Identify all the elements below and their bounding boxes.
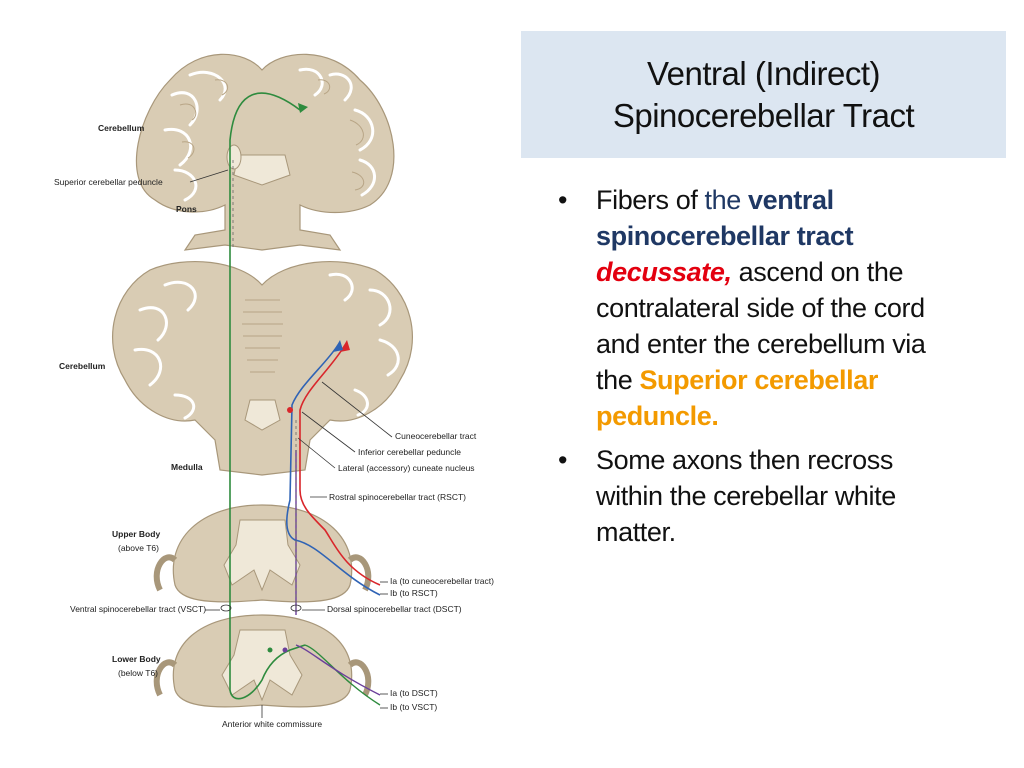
bullet-2-text: Some axons then recross within the cereb…	[596, 445, 896, 547]
bullet-1-part-1: Fibers of	[596, 185, 705, 215]
label-below-t6: (below T6)	[118, 668, 158, 678]
label-medulla: Medulla	[171, 462, 203, 472]
upper-cerebellum-section	[135, 53, 395, 251]
label-upper-body: Upper Body	[112, 529, 160, 539]
ib-rsct-pathway	[285, 344, 381, 596]
label-cerebellum-mid: Cerebellum	[59, 361, 106, 371]
label-ib-vsct: Ib (to VSCT)	[390, 702, 437, 712]
slide-title: Ventral (Indirect) Spinocerebellar Tract	[612, 53, 915, 137]
ia-cuneo-pathway	[299, 344, 381, 586]
label-dsct: Dorsal spinocerebellar tract (DSCT)	[327, 604, 462, 614]
label-ia-dsct: Ia (to DSCT)	[390, 688, 438, 698]
title-line-1: Ventral (Indirect)	[646, 54, 881, 92]
tract-pathways	[220, 92, 381, 706]
figure-labels: Cerebellum Superior cerebellar peduncle …	[54, 123, 494, 729]
upper-spinal-cord-section	[153, 504, 372, 603]
lower-cerebellum-section	[111, 261, 414, 476]
spinocerebellar-diagram: Cerebellum Superior cerebellar peduncle …	[54, 53, 494, 729]
bullet-list: • Fibers of the ventral spinocerebellar …	[556, 182, 966, 558]
bullet-item: • Fibers of the ventral spinocerebellar …	[556, 182, 966, 434]
dsct-pathway	[295, 450, 381, 696]
label-lateral-cuneate-nucleus: Lateral (accessory) cuneate nucleus	[338, 463, 475, 473]
title-box: Ventral (Indirect) Spinocerebellar Tract	[521, 31, 1006, 158]
bullet-dot-icon: •	[558, 185, 568, 215]
label-pons: Pons	[176, 204, 197, 214]
bullet-item: • Some axons then recross within the cer…	[556, 442, 966, 550]
label-lower-body: Lower Body	[112, 654, 161, 664]
bullet-1-term-decussate: decussate,	[596, 257, 732, 287]
label-vsct: Ventral spinocerebellar tract (VSCT)	[70, 604, 206, 614]
label-rsct: Rostral spinocerebellar tract (RSCT)	[329, 492, 466, 502]
bullet-1-term-vsct: ventral spinocerebellar tract	[596, 185, 854, 251]
bullet-1-part-6: ascend on the contralateral side of the …	[596, 257, 926, 395]
title-line-2: Spinocerebellar Tract	[612, 96, 915, 134]
bullet-1-term-peduncle: Superior cerebellar peduncle.	[596, 365, 878, 431]
label-cuneocerebellar-tract: Cuneocerebellar tract	[395, 431, 477, 441]
leader-lines	[189, 169, 393, 718]
lower-spinal-cord-section	[153, 614, 372, 708]
label-superior-cerebellar-peduncle: Superior cerebellar peduncle	[54, 177, 163, 187]
label-above-t6: (above T6)	[118, 543, 159, 553]
label-anterior-white-commissure: Anterior white commissure	[222, 719, 322, 729]
bullet-1-part-2: the	[704, 185, 748, 215]
vsct-pathway	[229, 92, 306, 700]
label-ib-rsct: Ib (to RSCT)	[390, 588, 438, 598]
label-inferior-cerebellar-peduncle: Inferior cerebellar peduncle	[358, 447, 461, 457]
label-cerebellum-top: Cerebellum	[98, 123, 145, 133]
bullet-dot-icon: •	[558, 445, 568, 475]
label-ia-cuneo: Ia (to cuneocerebellar tract)	[390, 576, 494, 586]
